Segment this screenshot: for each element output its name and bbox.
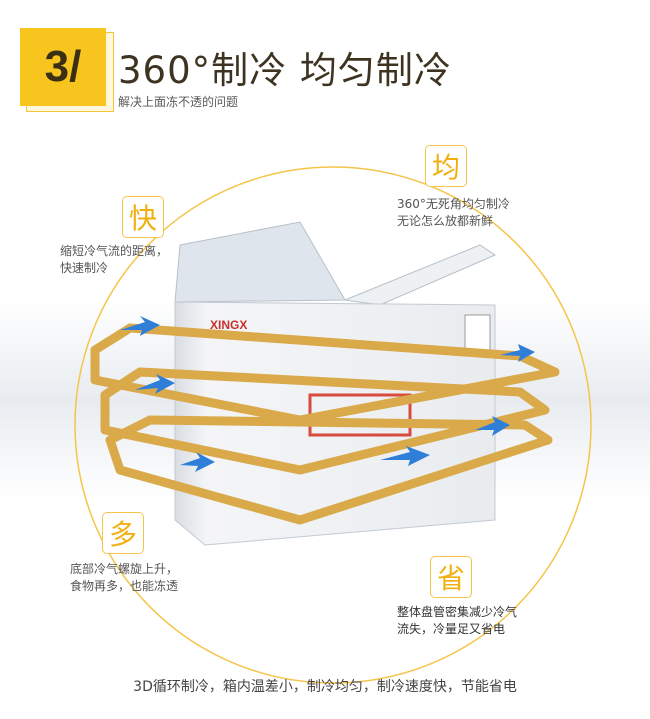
desc-line: 流失，冷量足又省电 <box>397 622 506 636</box>
freezer-lid-right <box>343 244 497 306</box>
feature-desc-save: 整体盘管密集减少冷气 流失，冷量足又省电 <box>397 604 517 638</box>
desc-line: 快速制冷 <box>60 261 109 275</box>
feature-desc-more: 底部冷气螺旋上升， 食物再多，也能冻透 <box>70 561 178 595</box>
feature-icon-save: 省 <box>430 556 472 598</box>
freezer-lid-left <box>174 221 346 303</box>
feature-icon-more: 多 <box>102 512 144 554</box>
energy-label <box>464 314 491 351</box>
desc-line: 整体盘管密集减少冷气 <box>397 605 518 619</box>
brand-logo: XINGX <box>210 318 248 332</box>
desc-line: 食物再多，也能冻透 <box>70 579 179 593</box>
desc-line: 底部冷气螺旋上升， <box>70 562 179 576</box>
footer-summary: 3D循环制冷，箱内温差小，制冷均匀，制冷速度快，节能省电 <box>133 679 517 695</box>
page-subtitle: 解决上面冻不透的问题 <box>118 95 239 109</box>
desc-line: 360°无死角均匀制冷 <box>397 197 510 211</box>
feature-desc-fast: 缩短冷气流的距离， 快速制冷 <box>60 243 168 277</box>
airflow-arrows <box>120 316 535 472</box>
desc-line: 无论怎么放都新鲜 <box>397 214 494 228</box>
feature-icon-fast: 快 <box>122 196 164 238</box>
section-number-badge: 3/ <box>20 28 106 106</box>
feature-desc-even: 360°无死角均匀制冷 无论怎么放都新鲜 <box>397 196 510 230</box>
desc-line: 缩短冷气流的距离， <box>60 244 169 258</box>
page-title: 360°制冷 均匀制冷 <box>118 49 452 92</box>
feature-icon-even: 均 <box>425 145 467 187</box>
orbit-circle <box>74 166 592 684</box>
